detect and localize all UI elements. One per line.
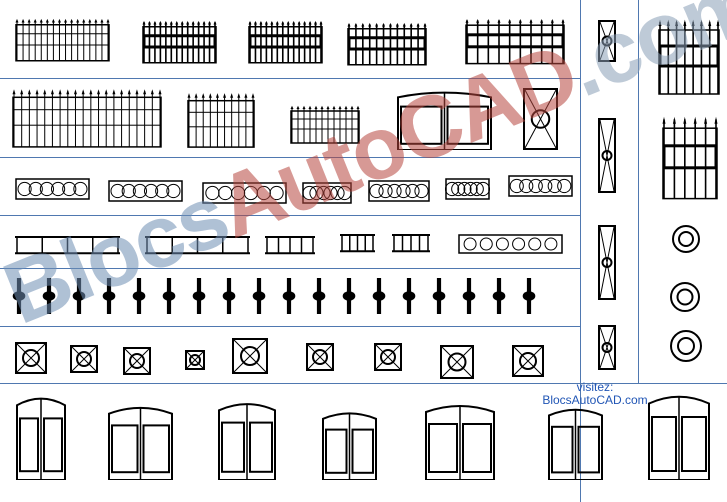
square-panel-block (306, 343, 334, 371)
side-panel-block (598, 118, 616, 193)
visit-label: visitez: (576, 380, 614, 394)
baluster-block (12, 276, 26, 316)
rosette-block (670, 282, 700, 312)
baluster-block (432, 276, 446, 316)
row-divider (0, 383, 727, 384)
square-panel-block (440, 345, 474, 379)
column-divider (580, 0, 581, 502)
square-panel-block (232, 338, 268, 374)
door-gate-block (648, 390, 710, 480)
visit-note: visitez: BlocsAutoCAD.com (520, 381, 670, 407)
balcony-railing-block (302, 182, 352, 204)
balcony-railing-block (458, 234, 563, 254)
baluster-block (372, 276, 386, 316)
balcony-railing-block (445, 178, 490, 200)
stair-railing-block (392, 230, 430, 255)
square-panel-block (70, 345, 98, 373)
balcony-railing-block (368, 180, 430, 202)
side-panel-block (598, 325, 616, 370)
side-panel-block (598, 225, 616, 300)
gate-block (290, 105, 360, 145)
rosette-block (672, 225, 700, 253)
square-panel-block (512, 345, 544, 377)
baluster-block (282, 276, 296, 316)
square-panel-block (374, 343, 402, 371)
side-panel-block (598, 20, 616, 62)
door-gate-block (425, 400, 495, 480)
fence-panel-block (142, 20, 217, 65)
balcony-railing-block (202, 182, 287, 204)
row-divider (0, 78, 580, 79)
baluster-block (402, 276, 416, 316)
baluster-block (222, 276, 236, 316)
baluster-block (42, 276, 56, 316)
baluster-block (72, 276, 86, 316)
baluster-block (162, 276, 176, 316)
balcony-railing-block (508, 175, 573, 197)
rosette-block (670, 330, 702, 362)
square-panel-block (123, 347, 151, 375)
balcony-railing-block (15, 178, 90, 200)
gate-block (187, 92, 255, 150)
stair-railing-block (340, 230, 375, 255)
door-gate-block (548, 404, 603, 480)
window-grille-block (662, 115, 718, 203)
square-panel-block (185, 350, 205, 370)
window-grille-block (658, 18, 720, 98)
stair-railing-block (265, 232, 315, 257)
row-divider (0, 326, 580, 327)
fence-panel-block (347, 22, 427, 67)
baluster-block (192, 276, 206, 316)
baluster-block (342, 276, 356, 316)
fence-panel-block (465, 18, 565, 66)
gate-block (12, 88, 162, 150)
row-divider (0, 157, 580, 158)
gate-block (397, 88, 492, 150)
door-gate-block (218, 398, 276, 480)
baluster-block (102, 276, 116, 316)
balcony-railing-block (108, 180, 183, 202)
stair-railing-block (15, 232, 120, 257)
baluster-block (312, 276, 326, 316)
door-gate-block (16, 392, 66, 480)
door-gate-block (108, 402, 173, 480)
square-panel-block (15, 342, 47, 374)
baluster-block (522, 276, 536, 316)
baluster-block (462, 276, 476, 316)
row-divider (0, 215, 580, 216)
column-divider (638, 0, 639, 383)
baluster-block (132, 276, 146, 316)
fence-panel-block (15, 18, 110, 63)
baluster-block (492, 276, 506, 316)
gate-block (523, 88, 558, 150)
baluster-block (252, 276, 266, 316)
visit-link[interactable]: BlocsAutoCAD.com (542, 393, 648, 407)
fence-panel-block (248, 20, 323, 65)
stair-railing-block (145, 232, 250, 257)
row-divider (0, 268, 580, 269)
door-gate-block (322, 408, 377, 480)
